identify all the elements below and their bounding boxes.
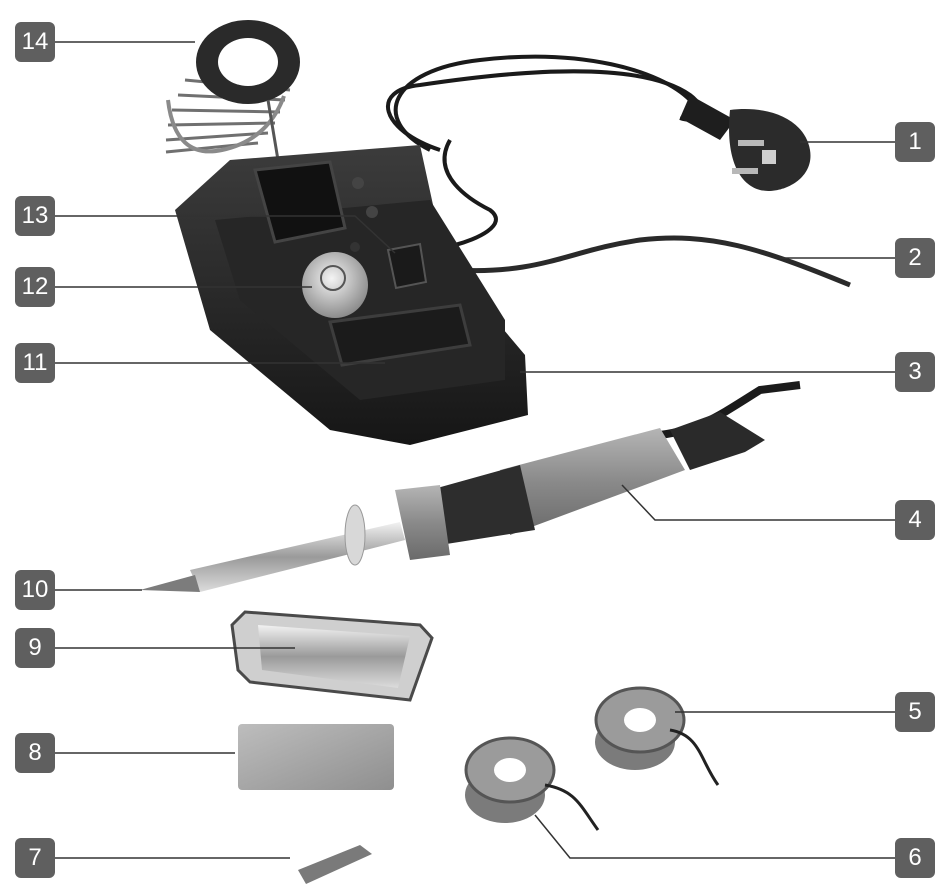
solder-reel-6 bbox=[464, 736, 600, 831]
label-badge-4: 4 bbox=[895, 500, 935, 540]
label-badge-5: 5 bbox=[895, 692, 935, 732]
label-badge-1: 1 bbox=[895, 122, 935, 162]
leader-4 bbox=[621, 484, 895, 521]
leader-lines bbox=[55, 41, 895, 859]
leader-6 bbox=[534, 814, 895, 859]
label-badge-8: 8 bbox=[15, 733, 55, 773]
label-badge-13: 13 bbox=[15, 196, 55, 236]
label-badge-11: 11 bbox=[15, 343, 55, 383]
label-badge-9: 9 bbox=[15, 628, 55, 668]
label-badge-12: 12 bbox=[15, 267, 55, 307]
label-badge-2: 2 bbox=[895, 238, 935, 278]
label-badge-14: 14 bbox=[15, 22, 55, 62]
label-badge-6: 6 bbox=[895, 838, 935, 878]
cleaning-sponge bbox=[238, 724, 394, 790]
mains-plug bbox=[680, 95, 811, 191]
leader-13 bbox=[55, 215, 396, 254]
solder-reel-5 bbox=[594, 686, 720, 786]
sponge-tray bbox=[230, 610, 434, 702]
label-badge-7: 7 bbox=[15, 838, 55, 878]
spare-tip bbox=[298, 845, 372, 884]
base-station bbox=[175, 145, 528, 445]
power-cable bbox=[386, 54, 851, 288]
label-badge-3: 3 bbox=[895, 352, 935, 392]
label-badge-10: 10 bbox=[15, 570, 55, 610]
soldering-iron bbox=[140, 381, 801, 592]
iron-holder-spring bbox=[165, 20, 300, 161]
